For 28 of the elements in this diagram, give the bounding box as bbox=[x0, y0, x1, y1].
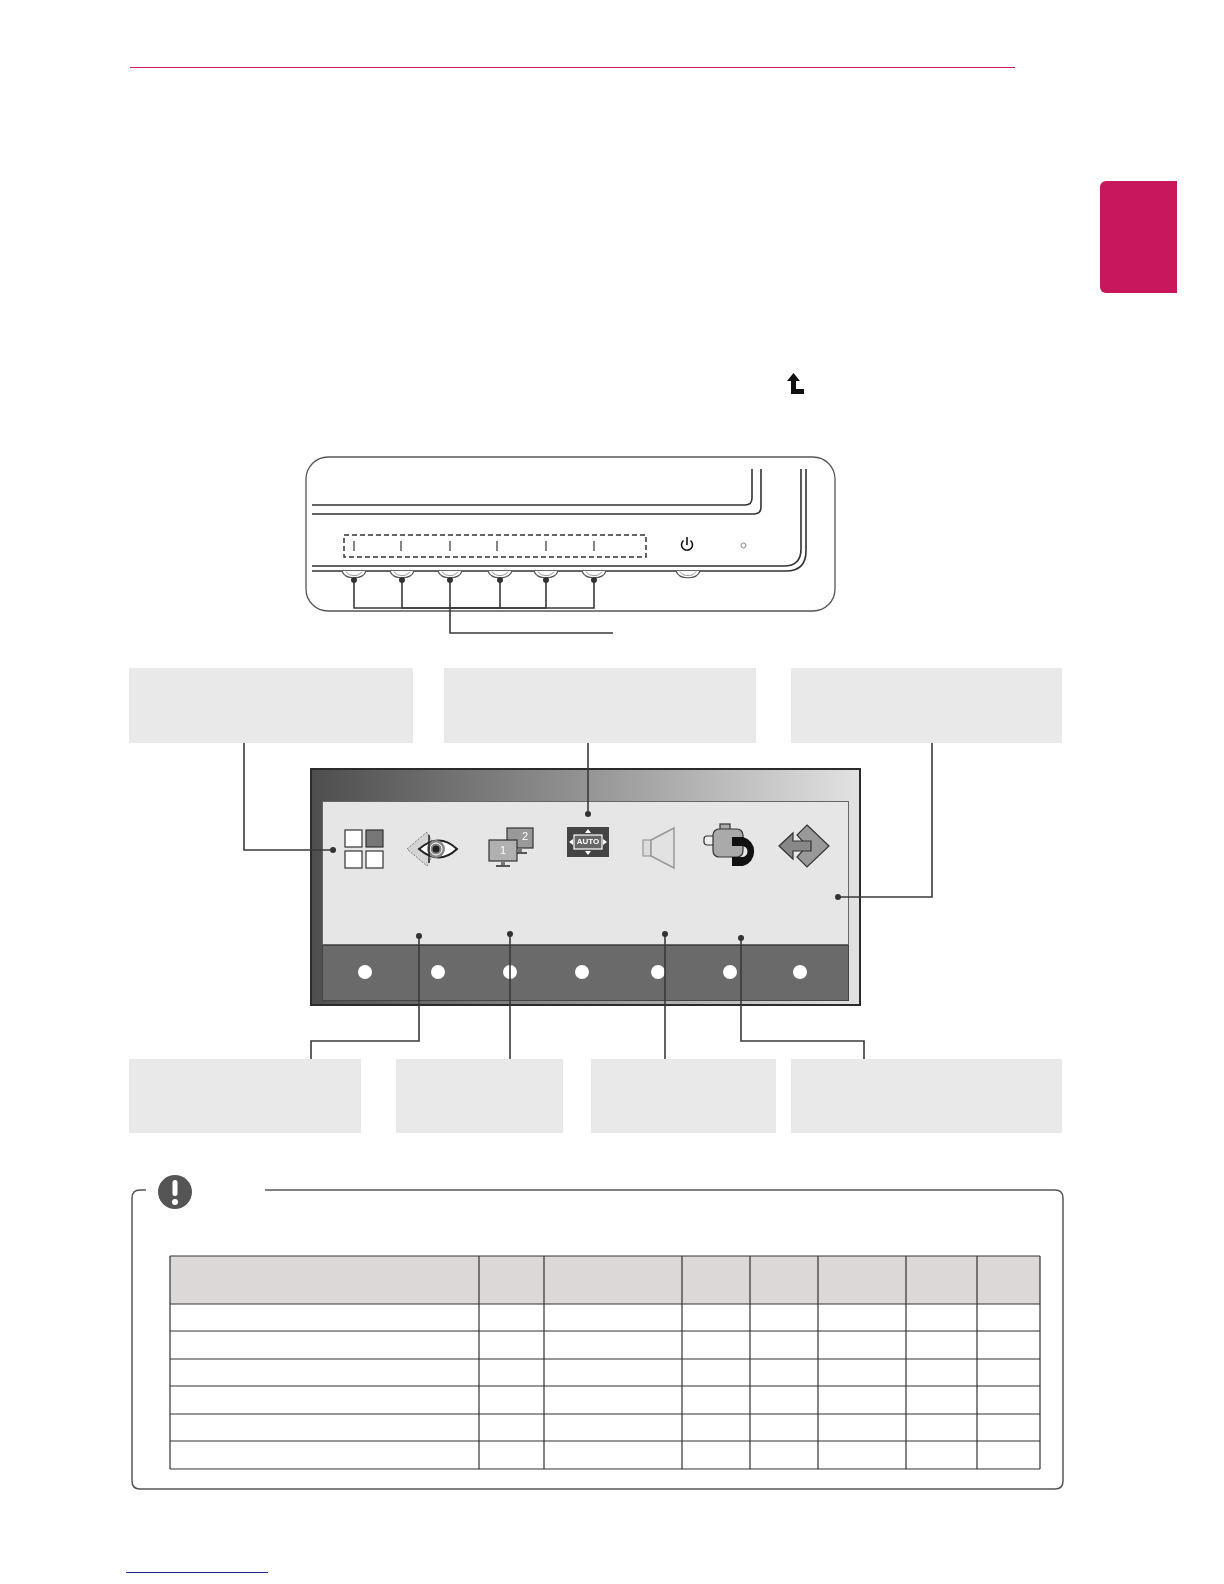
callout-box bbox=[129, 1059, 361, 1133]
callout-box bbox=[396, 1059, 563, 1133]
callout-box bbox=[591, 1059, 776, 1133]
monitor-button bbox=[581, 570, 607, 580]
monitor-button bbox=[341, 570, 367, 580]
callout-box bbox=[791, 1059, 1062, 1133]
callout-box bbox=[129, 668, 413, 743]
monitor-number: 1 bbox=[499, 844, 507, 857]
monitor-button bbox=[437, 570, 463, 580]
callout-box bbox=[791, 668, 1062, 743]
leader-line bbox=[447, 577, 453, 609]
chapter-tab bbox=[1100, 181, 1177, 293]
monitor-button bbox=[487, 570, 513, 580]
leader-line bbox=[449, 607, 614, 634]
leader-line bbox=[399, 577, 451, 609]
callout-box bbox=[444, 668, 756, 743]
monitor-button bbox=[533, 570, 559, 580]
leader-line bbox=[585, 742, 591, 817]
leader-line bbox=[507, 931, 513, 1060]
leader-line bbox=[835, 742, 933, 900]
leader-line bbox=[243, 742, 336, 853]
leader-line bbox=[662, 931, 668, 1060]
leader-line bbox=[310, 933, 422, 1060]
auto-label: AUTO bbox=[575, 836, 601, 848]
leader-line bbox=[738, 935, 865, 1060]
monitor-button bbox=[389, 570, 415, 580]
leader-line bbox=[449, 577, 597, 609]
monitor-number: 2 bbox=[521, 830, 529, 843]
